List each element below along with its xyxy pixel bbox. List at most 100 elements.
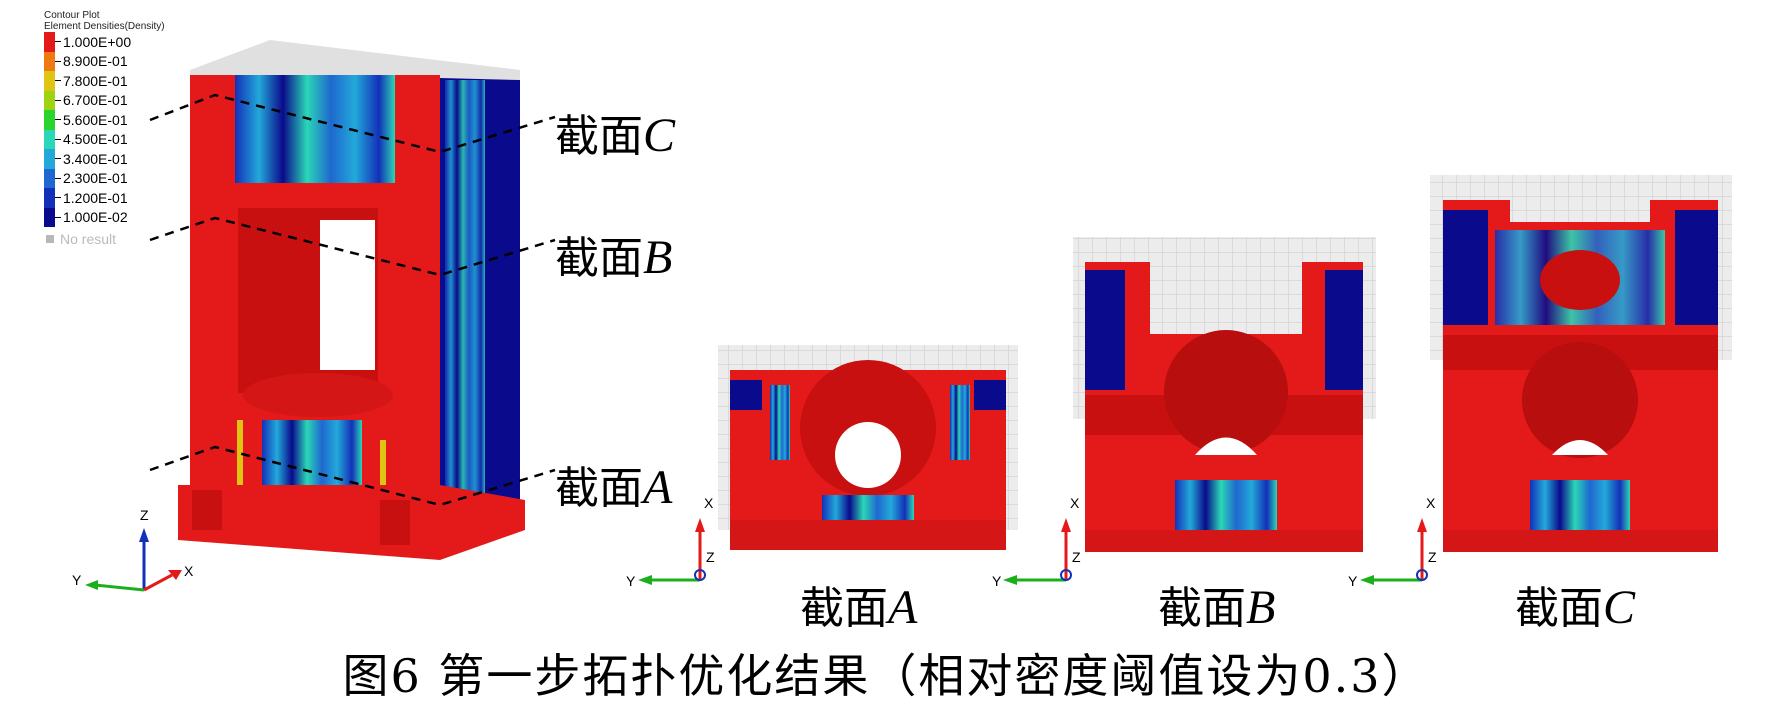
legend-value: 5.600E-01 bbox=[63, 111, 128, 128]
view-label-section-b: 截面B bbox=[1158, 572, 1275, 636]
section-c-base bbox=[1443, 530, 1718, 552]
legend-row: 2.300E-01 bbox=[44, 168, 194, 188]
section-c-z-label: Z bbox=[1428, 549, 1437, 565]
legend-tick bbox=[55, 80, 61, 82]
legend-tick bbox=[55, 41, 61, 43]
section-a-z-label: Z bbox=[706, 549, 715, 565]
section-b-y-label: Y bbox=[992, 573, 1002, 589]
section-prefix: 截面 bbox=[555, 463, 643, 514]
section-prefix: 截面 bbox=[1158, 583, 1246, 634]
section-c-axis bbox=[1360, 518, 1428, 585]
section-c-bore bbox=[1522, 342, 1638, 458]
legend-swatch bbox=[44, 51, 55, 71]
legend-row: 1.000E+00 bbox=[44, 32, 194, 52]
legend-tick bbox=[55, 138, 61, 140]
legend-value: 1.000E-02 bbox=[63, 209, 128, 226]
legend-title-line2: Element Densities(Density) bbox=[44, 21, 165, 32]
section-c-lower-stripes bbox=[1530, 480, 1630, 530]
model-yellow-bar bbox=[380, 440, 386, 520]
view-label-section-a: 截面A bbox=[800, 572, 917, 636]
section-b-lower-stripes bbox=[1175, 480, 1277, 530]
legend-value: 1.200E-01 bbox=[63, 189, 128, 206]
legend-value: 4.500E-01 bbox=[63, 131, 128, 148]
section-a-axis bbox=[638, 518, 706, 585]
section-c-upper-bore bbox=[1540, 250, 1620, 310]
section-a-hole bbox=[835, 422, 901, 488]
triad-x-label: X bbox=[184, 563, 194, 579]
section-letter: B bbox=[1246, 581, 1276, 634]
section-b-notch bbox=[1150, 262, 1302, 334]
legend-tick bbox=[55, 197, 61, 199]
section-letter: A bbox=[888, 581, 918, 634]
model-base-foot bbox=[192, 490, 222, 530]
model-bore bbox=[243, 373, 393, 417]
model-right-stripes bbox=[445, 80, 485, 520]
section-prefix: 截面 bbox=[1515, 583, 1603, 634]
model-window-opening bbox=[320, 220, 375, 370]
section-c-void bbox=[1675, 210, 1718, 325]
legend-tick bbox=[55, 119, 61, 121]
section-a-void bbox=[770, 385, 790, 460]
legend-row: 3.400E-01 bbox=[44, 149, 194, 169]
legend-tick bbox=[55, 60, 61, 62]
section-prefix: 截面 bbox=[555, 233, 643, 284]
legend-row: 1.200E-01 bbox=[44, 188, 194, 208]
legend-swatch bbox=[44, 149, 55, 169]
view-label-section-c: 截面C bbox=[1515, 572, 1635, 636]
section-c-notch bbox=[1510, 200, 1650, 222]
section-c-x-label: X bbox=[1426, 495, 1436, 511]
section-letter: C bbox=[643, 109, 676, 162]
triad-y-label: Y bbox=[72, 572, 82, 588]
section-letter: A bbox=[643, 461, 673, 514]
density-legend: Contour Plot Element Densities(Density) … bbox=[44, 10, 194, 247]
model-top-stripes bbox=[235, 75, 395, 183]
model-label-section-c: 截面C bbox=[555, 100, 675, 164]
legend-value: 8.900E-01 bbox=[63, 53, 128, 70]
legend-row: 4.500E-01 bbox=[44, 129, 194, 149]
legend-value: 2.300E-01 bbox=[63, 170, 128, 187]
section-c-view bbox=[1430, 175, 1732, 552]
section-a-void bbox=[730, 380, 762, 410]
figure-caption: 图6 第一步拓扑优化结果（相对密度阈值设为0.3） bbox=[342, 649, 1430, 703]
model-label-section-a: 截面A bbox=[555, 452, 672, 516]
legend-swatch bbox=[44, 207, 55, 227]
legend-value: 6.700E-01 bbox=[63, 92, 128, 109]
section-b-view bbox=[1073, 237, 1376, 552]
legend-row: 8.900E-01 bbox=[44, 51, 194, 71]
legend-value: 3.400E-01 bbox=[63, 150, 128, 167]
section-prefix: 截面 bbox=[555, 111, 643, 162]
section-a-void bbox=[950, 385, 970, 460]
legend-row: 7.800E-01 bbox=[44, 71, 194, 91]
legend-swatch bbox=[44, 188, 55, 208]
no-result-swatch bbox=[46, 235, 54, 243]
legend-swatch bbox=[44, 71, 55, 91]
section-b-axis bbox=[1003, 518, 1072, 585]
model-top-shell bbox=[190, 40, 520, 80]
section-letter: B bbox=[643, 231, 673, 284]
section-b-bore bbox=[1164, 330, 1288, 454]
legend-tick bbox=[55, 216, 61, 218]
legend-row: 6.700E-01 bbox=[44, 90, 194, 110]
section-b-void bbox=[1325, 270, 1363, 390]
legend-row: 5.600E-01 bbox=[44, 110, 194, 130]
legend-swatch bbox=[44, 110, 55, 130]
section-a-base bbox=[730, 520, 1006, 550]
section-a-view bbox=[718, 345, 1018, 550]
legend-title-line1: Contour Plot bbox=[44, 10, 100, 21]
section-b-hole bbox=[1195, 437, 1257, 455]
model-base-foot bbox=[380, 500, 410, 545]
legend-swatch bbox=[44, 32, 55, 52]
section-b-z-label: Z bbox=[1072, 549, 1081, 565]
no-result-label: No result bbox=[60, 231, 117, 247]
section-a-void bbox=[974, 380, 1006, 410]
section-a-x-label: X bbox=[704, 495, 714, 511]
axis-triad-3d bbox=[85, 528, 182, 592]
model-3d bbox=[149, 40, 556, 560]
legend-value: 7.800E-01 bbox=[63, 72, 128, 89]
section-a-y-label: Y bbox=[626, 573, 636, 589]
model-yellow-bar bbox=[237, 420, 243, 525]
section-b-void bbox=[1085, 270, 1125, 390]
legend-swatch bbox=[44, 90, 55, 110]
